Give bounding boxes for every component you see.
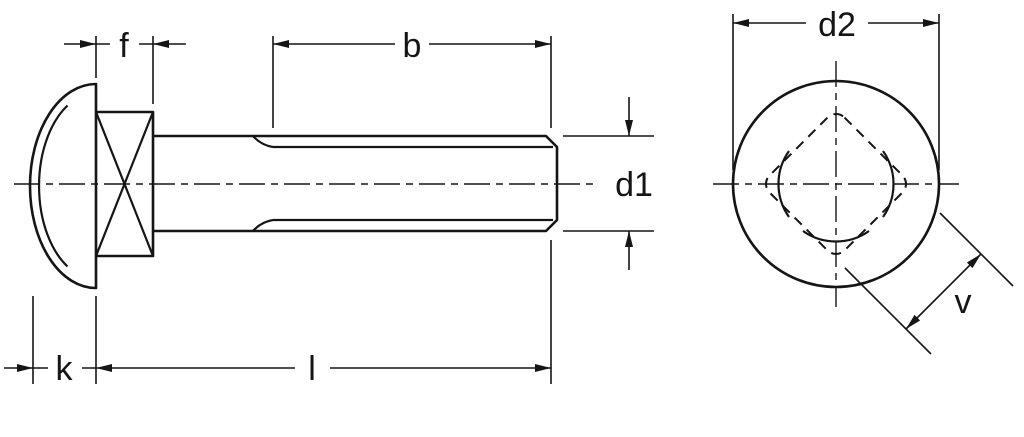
dimension-f-arrow-right [153, 40, 169, 48]
bolt-front-view [713, 61, 959, 307]
dimension-k: k [4, 296, 97, 388]
dimension-b-arrow-right [535, 40, 551, 48]
dimension-v-line [905, 253, 982, 330]
thread-runout [252, 135, 274, 232]
dimension-label-d1: d1 [615, 166, 653, 204]
bolt-head-edge-arc [37, 104, 69, 268]
dimension-v-arrow-upper [966, 254, 981, 269]
dimension-d1-extension-lines [563, 135, 654, 232]
dimension-f: f [64, 27, 186, 104]
dimension-b: b [272, 27, 552, 128]
dimension-label-l: l [308, 350, 316, 388]
dimension-label-k: k [56, 350, 74, 388]
dimension-d1-arrow-bottom [625, 231, 633, 247]
dimension-v-arrow-lower [906, 314, 921, 329]
dimension-v-extension-lines [844, 212, 1014, 355]
bolt-shank [153, 134, 559, 233]
dimension-label-f: f [119, 27, 129, 65]
dimension-d2-arrow-left [733, 19, 749, 27]
square-neck-cross [94, 111, 155, 257]
dimension-l: l [96, 240, 552, 388]
dimension-d2-arrow-right [923, 19, 939, 27]
dimension-l-arrow-left [96, 364, 112, 372]
dimension-f-extension-lines [95, 36, 154, 104]
dimension-d2: d2 [732, 6, 940, 170]
dimension-d1-arrow-top [625, 120, 633, 136]
dimension-k-extension-lines [32, 296, 97, 384]
dimension-label-v: v [955, 283, 972, 321]
hidden-square-neck [765, 113, 907, 255]
dimension-label-d2: d2 [818, 6, 856, 44]
dimension-d1: d1 [563, 97, 654, 270]
dimension-k-arrow [17, 364, 33, 372]
dimension-b-arrow-left [273, 40, 289, 48]
dimension-label-b: b [403, 27, 422, 65]
dimension-b-extension-lines [272, 36, 552, 128]
dimension-d2-extension-lines [732, 14, 940, 170]
square-neck [96, 110, 155, 258]
head-circle [731, 79, 941, 289]
bolt-side-view [14, 82, 598, 290]
thread-minor-lines [273, 145, 553, 222]
bolt-head-dome [28, 82, 98, 290]
dimension-v: v [844, 212, 1014, 355]
dimension-l-arrow-right [535, 364, 551, 372]
dimension-f-arrow-left [80, 40, 96, 48]
shank-circle-arcs [777, 150, 895, 243]
